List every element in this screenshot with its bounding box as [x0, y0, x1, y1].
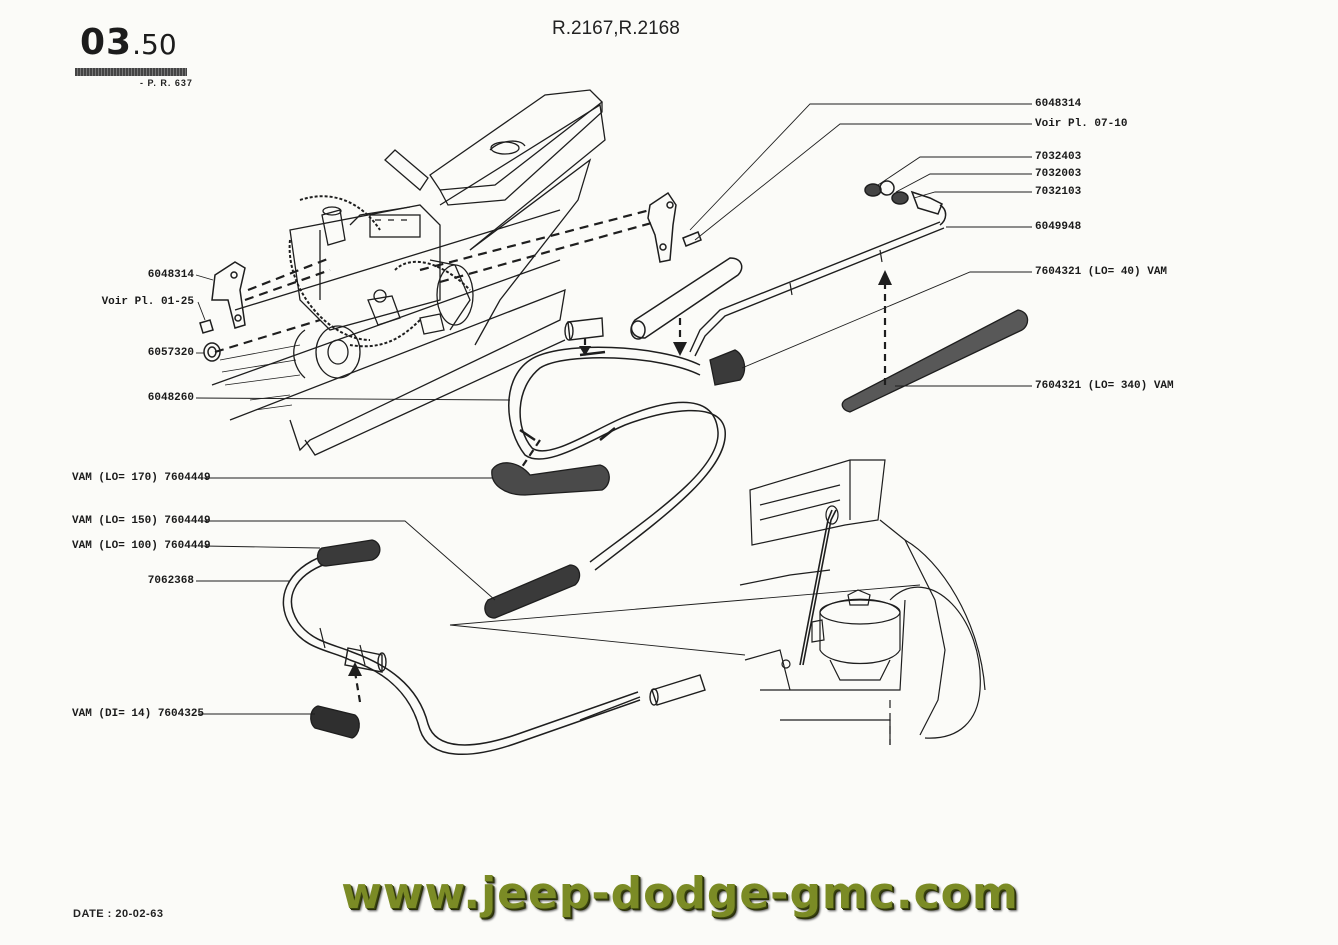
callout-voir-01-25: Voir Pl. 01-25	[101, 296, 194, 308]
plate-major: 03	[80, 22, 133, 63]
pump-feed-line	[579, 674, 706, 721]
callout-7062368: 7062368	[147, 575, 194, 587]
hose-vam-100	[316, 539, 381, 567]
sleeve-lower	[344, 647, 387, 673]
callout-vam-100: VAM (LO= 100) 7604449	[72, 540, 211, 552]
clip-left	[199, 261, 246, 362]
steel-pipe-6049948	[689, 221, 945, 357]
callout-6048314-left: 6048314	[147, 269, 194, 281]
site-watermark: www.jeep-dodge-gmc.com	[341, 868, 1019, 919]
callout-6049948: 6049948	[1035, 221, 1082, 233]
hose-upper-open	[630, 257, 743, 340]
callout-leaders	[195, 103, 1032, 715]
assembly-dashed-leaders	[214, 208, 656, 354]
fuel-pump-drawing	[739, 459, 986, 745]
plate-underline	[75, 68, 187, 76]
plate-reference: - P. R. 637	[140, 78, 193, 88]
callout-7604321-lo40: 7604321 (LO= 40) VAM	[1035, 266, 1168, 278]
assembly-arrows	[353, 282, 887, 703]
callout-7032403: 7032403	[1035, 151, 1082, 163]
hose-vam-170	[491, 462, 610, 496]
sleeve-small	[564, 317, 604, 341]
clip-right	[647, 191, 702, 263]
guide-lines	[449, 584, 921, 656]
hose-7604321-long	[841, 309, 1029, 413]
engine-assembly-drawing	[211, 89, 606, 456]
callout-7032003: 7032003	[1035, 168, 1082, 180]
callout-vam-170: VAM (LO= 170) 7604449	[72, 472, 211, 484]
plate-minor: .50	[132, 28, 177, 61]
callout-7604321-lo340: 7604321 (LO= 340) VAM	[1035, 380, 1174, 392]
callout-voir-07-10: Voir Pl. 07-10	[1035, 118, 1128, 130]
model-references: R.2167,R.2168	[552, 18, 680, 39]
loop-pipe-6048260	[508, 346, 726, 571]
callout-vam-7604325: VAM (DI= 14) 7604325	[72, 708, 205, 720]
callout-7032103: 7032103	[1035, 186, 1082, 198]
hose-7604321-short	[709, 349, 746, 386]
hose-vam-7604325	[310, 705, 360, 739]
pipe-fittings	[864, 180, 947, 226]
callout-6048314-right: 6048314	[1035, 98, 1082, 110]
callout-vam-150: VAM (LO= 150) 7604449	[72, 515, 211, 527]
hose-vam-150	[484, 564, 581, 619]
callout-6057320: 6057320	[147, 347, 194, 359]
pipe-7062368	[282, 554, 641, 756]
plate-date: DATE : 20-02-63	[73, 908, 164, 920]
plate-number: 03.50	[80, 22, 177, 63]
callout-6048260: 6048260	[147, 392, 194, 404]
